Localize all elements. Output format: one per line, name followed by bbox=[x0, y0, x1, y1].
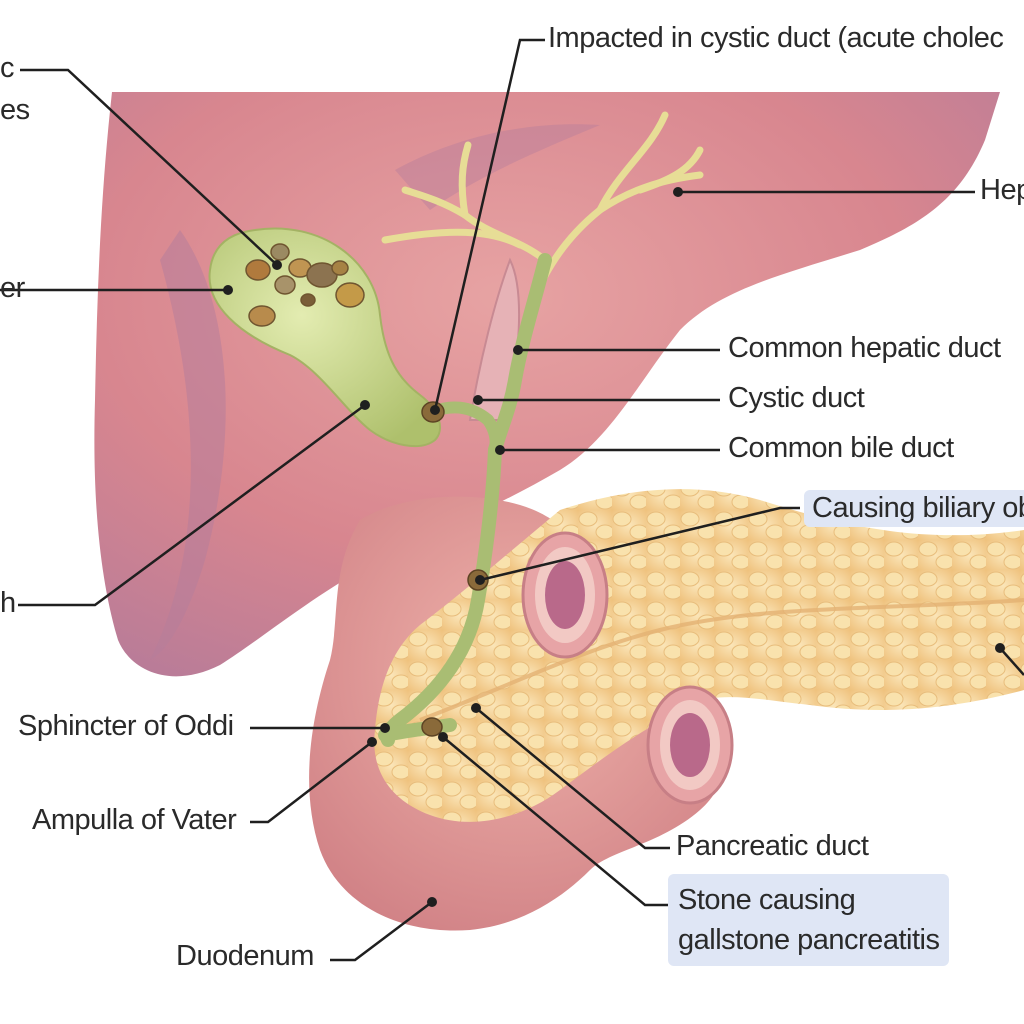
label-gallstones-line1: c bbox=[0, 52, 15, 84]
label-stone-line1: Stone causing bbox=[678, 884, 856, 916]
label-hepatic: Hep bbox=[980, 174, 1024, 206]
label-stone-gallstone-pancreatitis: Stone causing gallstone pancreatitis bbox=[668, 874, 950, 966]
pancreatic-duct-vessel bbox=[419, 598, 1024, 722]
label-ampulla-of-vater: Ampulla of Vater bbox=[32, 804, 237, 836]
label-pancreatic-duct: Pancreatic duct bbox=[676, 830, 869, 862]
common-hepatic-duct-path bbox=[488, 253, 552, 457]
label-common-bile-duct: Common bile duct bbox=[728, 432, 954, 464]
bowel-cross-section-lower bbox=[646, 685, 734, 805]
label-impacted-cystic-duct: Impacted in cystic duct (acute cholec bbox=[548, 22, 1004, 54]
bowel-cross-section-upper bbox=[521, 531, 609, 659]
leader-dots bbox=[223, 187, 1005, 907]
ampulla-duct-path bbox=[378, 718, 457, 742]
liver-underside-shadow bbox=[150, 230, 226, 660]
leader-lines bbox=[0, 38, 1024, 962]
label-common-hepatic-duct: Common hepatic duct bbox=[728, 332, 1001, 364]
cystic-duct-path bbox=[426, 401, 502, 456]
label-sphincter-of-oddi: Sphincter of Oddi bbox=[18, 710, 234, 742]
stone-ampulla bbox=[421, 717, 443, 737]
label-stone-line2: gallstone pancreatitis bbox=[678, 924, 940, 956]
gallstones-cluster bbox=[245, 243, 365, 327]
extrahepatic-ducts bbox=[378, 253, 552, 747]
liver-fissure bbox=[395, 124, 600, 210]
label-gallstones-line2: es bbox=[0, 94, 30, 126]
label-neck: h bbox=[0, 587, 16, 619]
label-cystic-duct: Cystic duct bbox=[728, 382, 865, 414]
label-fundus: er bbox=[0, 272, 25, 304]
label-duodenum: Duodenum bbox=[176, 940, 314, 972]
label-biliary-obstruction: Causing biliary ob bbox=[804, 490, 1024, 527]
